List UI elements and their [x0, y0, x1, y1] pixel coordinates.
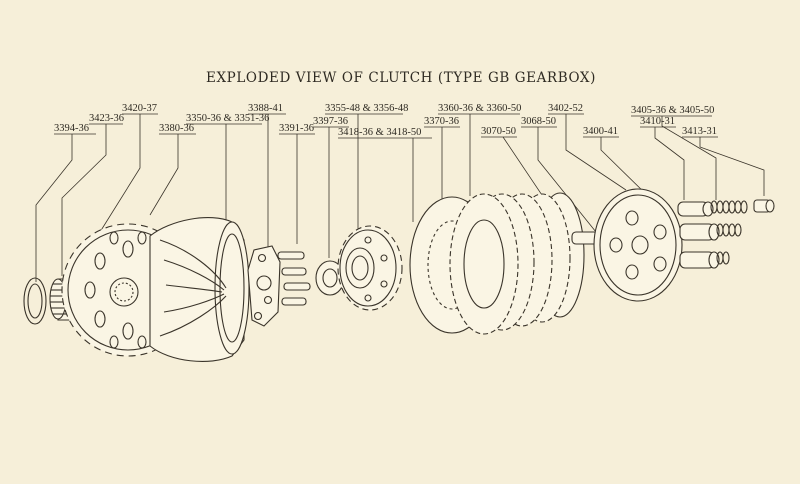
label-3355-48-3356-48: 3355-48 & 3356-48: [325, 103, 408, 114]
label-3397-36: 3397-36: [313, 116, 348, 127]
part-3380-clutch-drum: [149, 217, 250, 362]
label-3405-36-3405-50: 3405-36 & 3405-50: [631, 105, 714, 116]
label-3391-36: 3391-36: [279, 123, 314, 134]
label-3413-31: 3413-31: [682, 126, 717, 137]
label-3418-36-3418-50: 3418-36 & 3418-50: [338, 127, 421, 138]
label-3360-36-3360-50: 3360-36 & 3360-50: [438, 103, 521, 114]
part-3410-springs: [710, 200, 748, 265]
label-3380-36: 3380-36: [159, 123, 194, 134]
part-3397-lock-plate: [315, 260, 345, 296]
diagram-title: EXPLODED VIEW OF CLUTCH (TYPE GB GEARBOX…: [206, 70, 596, 86]
label-3423-36: 3423-36: [89, 113, 124, 124]
part-3360-plate-stack: [449, 192, 585, 335]
label-3068-50: 3068-50: [521, 116, 556, 127]
label-3388-41: 3388-41: [248, 103, 283, 114]
part-3350-clutch-plate-small: [247, 245, 281, 327]
label-3350-36-3351-36: 3350-36 & 3351-36: [186, 113, 269, 124]
part-3394-washer: [23, 277, 47, 325]
part-3405-spring-cups: [677, 201, 720, 269]
part-3400-pressure-plate: [593, 188, 683, 302]
label-3420-37: 3420-37: [122, 103, 157, 114]
part-3355-clutch-centre: [337, 225, 403, 311]
label-3370-36: 3370-36: [424, 116, 459, 127]
label-3400-41: 3400-41: [583, 126, 618, 137]
label-3402-52: 3402-52: [548, 103, 583, 114]
part-3413-adjuster-nut: [753, 199, 775, 213]
label-3070-50: 3070-50: [481, 126, 516, 137]
label-3410-31: 3410-31: [640, 116, 675, 127]
label-3394-36: 3394-36: [54, 123, 89, 134]
part-labels: 3394-36 3423-36 3420-37 3380-36 3350-36 …: [35, 103, 765, 282]
part-3391-studs: [277, 251, 311, 306]
